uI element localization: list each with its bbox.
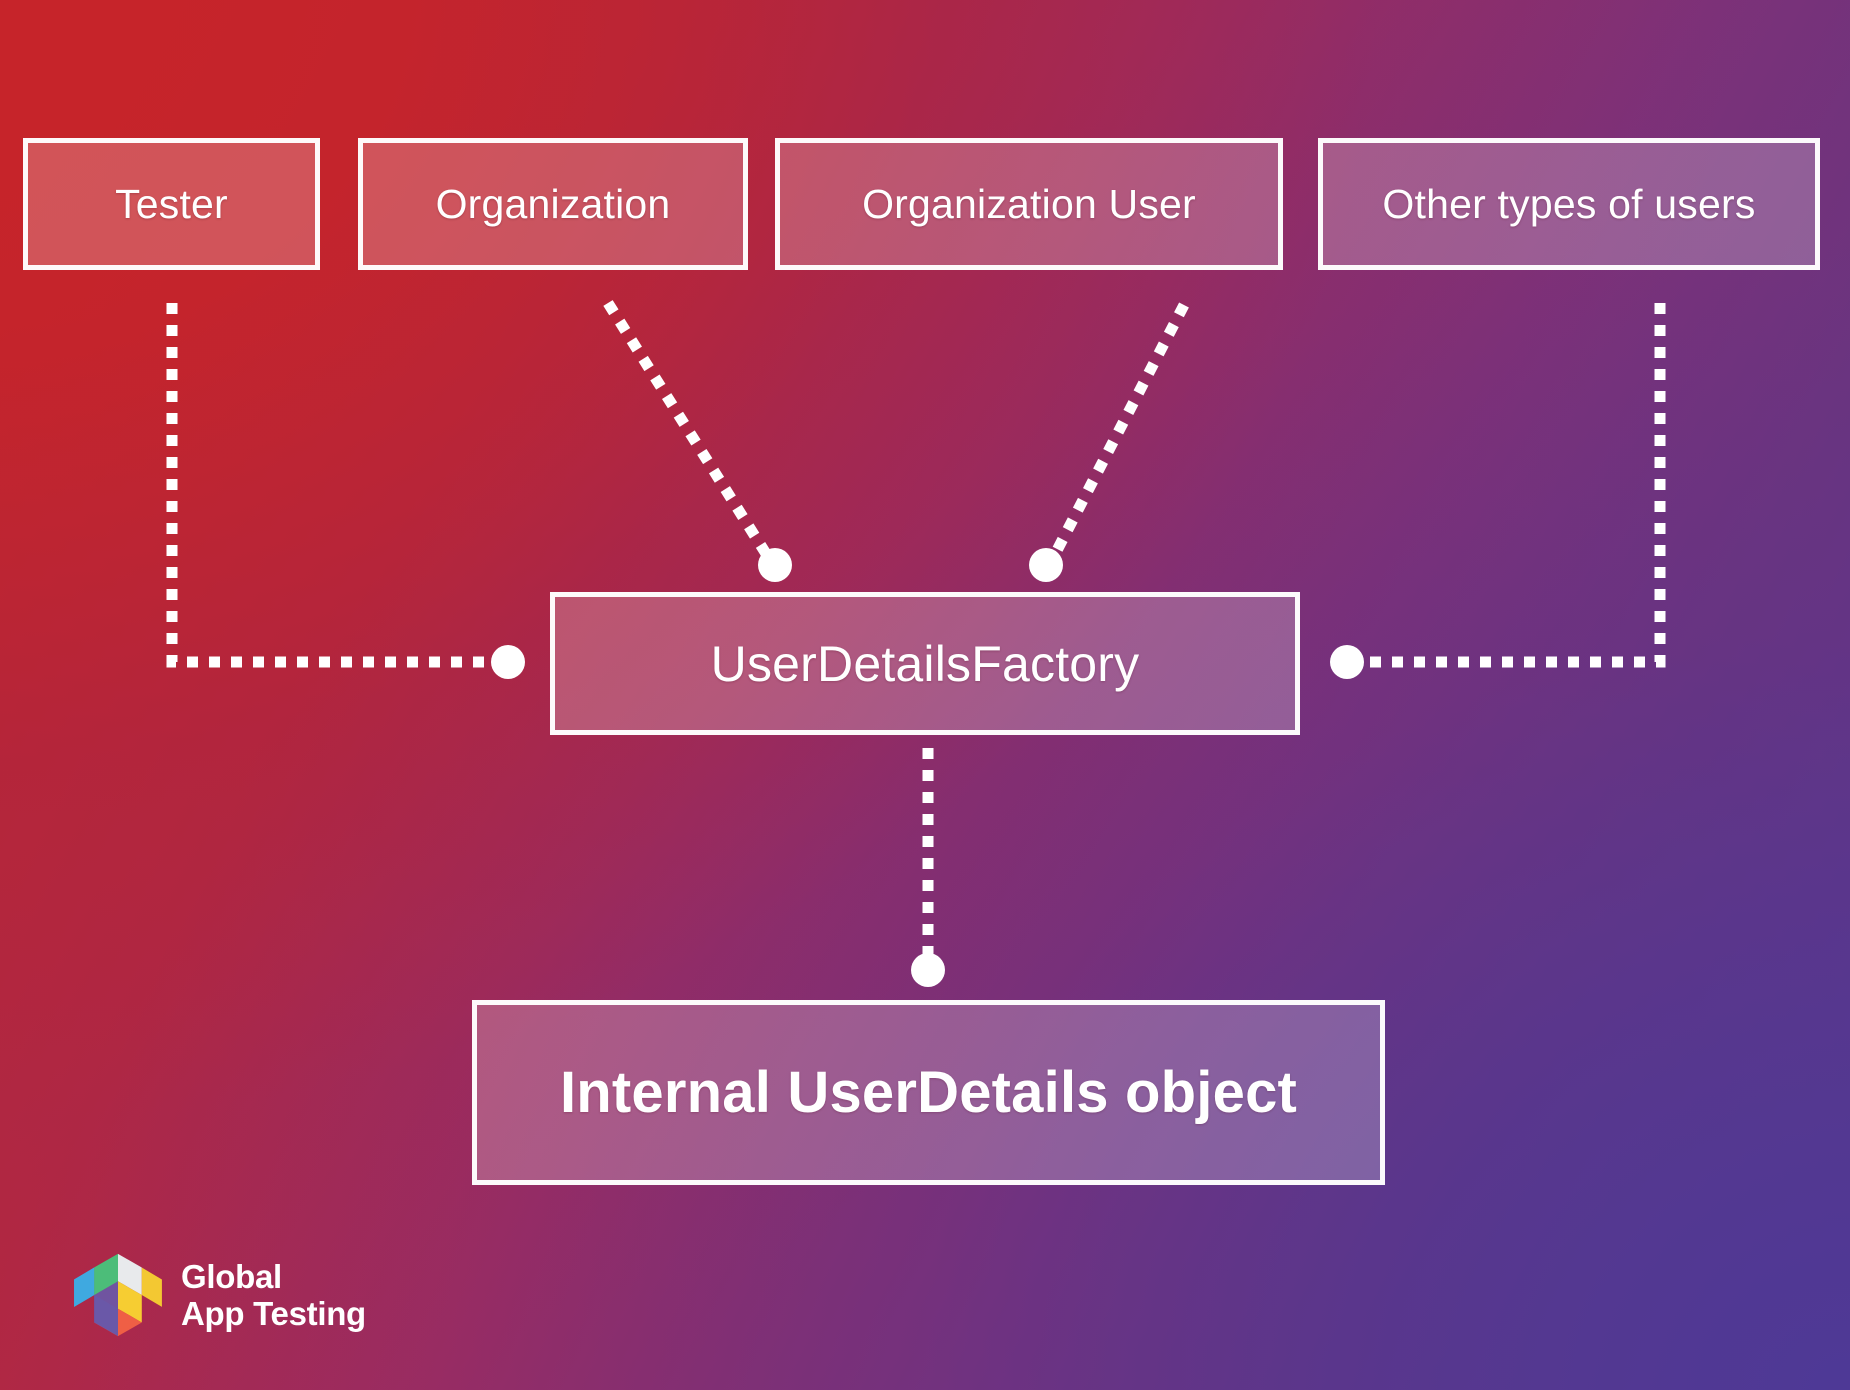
connector-tester-to-factory	[166, 303, 500, 668]
connector-dot-internal	[911, 953, 945, 987]
node-tester[interactable]: Tester	[23, 138, 320, 270]
brand-logo-line-2: App Testing	[181, 1295, 366, 1332]
connector-organization-user-to-factory	[1047, 302, 1189, 563]
connector-other-users-to-factory	[1360, 303, 1666, 668]
node-user-details-factory[interactable]: UserDetailsFactory	[550, 592, 1300, 735]
node-user-details-factory-label: UserDetailsFactory	[710, 635, 1140, 692]
node-internal-user-details-object-label: Internal UserDetails object	[559, 1060, 1298, 1125]
node-organization-user[interactable]: Organization User	[775, 138, 1283, 270]
node-other-types-of-users-label: Other types of users	[1382, 180, 1756, 227]
brand-logo-line-1: Global	[181, 1257, 282, 1295]
connector-dot-organization	[758, 548, 792, 582]
node-organization-label: Organization	[435, 180, 671, 227]
brand-logo: Global App Testing	[72, 1252, 366, 1338]
global-app-testing-hexagon-icon	[74, 1253, 162, 1337]
node-other-types-of-users[interactable]: Other types of users	[1318, 138, 1820, 270]
node-tester-label: Tester	[115, 180, 228, 227]
connector-organization-to-factory	[603, 300, 775, 563]
node-organization[interactable]: Organization	[358, 138, 748, 270]
connector-dot-tester	[491, 645, 525, 679]
connector-dot-organization-user	[1029, 548, 1063, 582]
brand-logo-wordmark: Global App Testing	[181, 1258, 366, 1333]
node-organization-user-label: Organization User	[862, 180, 1196, 227]
node-internal-user-details-object[interactable]: Internal UserDetails object	[472, 1000, 1385, 1185]
connector-dot-other-users	[1330, 645, 1364, 679]
